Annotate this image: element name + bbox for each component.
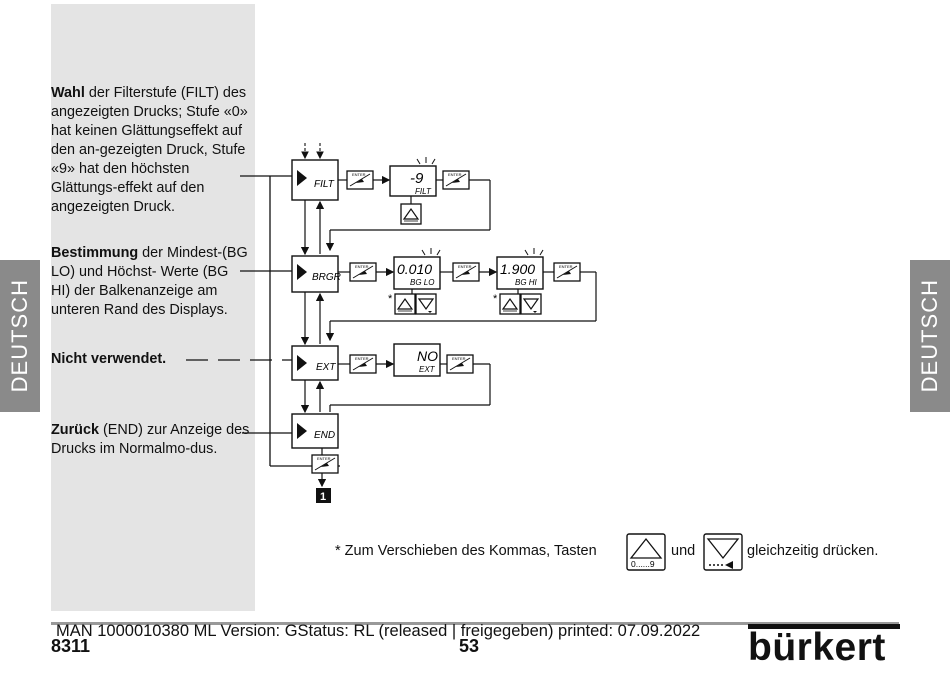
note-bold: Bestimmung [51, 245, 139, 261]
down-key-icon [520, 293, 542, 315]
note-unused: Nicht verwendet. [51, 350, 251, 369]
asterisk-mark: * [388, 293, 393, 305]
display-value: -9 [410, 170, 424, 187]
exit-marker-label: 1 [320, 491, 326, 503]
language-tab-right: DEUTSCH [910, 260, 950, 412]
enter-key-label: ENTER [355, 356, 369, 361]
display-sub: EXT [419, 365, 436, 374]
enter-key-label: ENTER [352, 172, 366, 177]
note-text: der Mindest-(BG LO) und Höchst- Werte (B… [51, 245, 248, 318]
menu-label: FILT [314, 179, 335, 190]
language-tab-left: DEUTSCH [0, 260, 40, 412]
footnote-after: gleichzeitig drücken. [747, 543, 879, 559]
enter-key-label: ENTER [448, 172, 462, 177]
display-sub: BG LO [410, 278, 434, 287]
footer-print-meta: MAN 1000010380 ML Version: GStatus: RL (… [56, 622, 701, 640]
menu-label: END [314, 430, 335, 441]
note-filter: Wahl der Filterstufe (FILT) des angezeig… [51, 84, 251, 217]
enter-key-label: ENTER [452, 356, 466, 361]
note-text: (END) zur Anzeige des Drucks im Normalmo… [51, 422, 250, 457]
enter-key-label: ENTER [458, 264, 472, 269]
display-value: 0.010 [397, 261, 432, 277]
up-key-icon [394, 293, 416, 315]
brand-logo: bürkert [748, 620, 900, 670]
enter-key-label: ENTER [355, 264, 369, 269]
display-bg-lo: 0.010 BG LO [393, 247, 441, 290]
grey-margin-column [51, 4, 255, 611]
up-key-icon [400, 203, 422, 225]
display-sub: FILT [415, 187, 432, 196]
note-bargraph: Bestimmung der Mindest-(BG LO) und Höchs… [51, 244, 251, 320]
note-text: der Filterstufe (FILT) des angezeigten D… [51, 85, 248, 215]
footer-page-number: 53 [459, 636, 480, 656]
footer-doc-number: 8311 [51, 636, 91, 656]
display-filt: -9 FILT [389, 156, 437, 197]
display-bg-hi: 1.900 BG HI [496, 247, 544, 290]
note-bold: Nicht verwendet. [51, 351, 167, 367]
footnote-before: * Zum Verschieben des Kommas, Tasten [335, 543, 597, 559]
display-value: 1.900 [500, 261, 535, 277]
menu-box-brgr: BRGR [291, 255, 341, 293]
menu-box-ext: EXT [291, 345, 339, 381]
footer-rule [51, 622, 899, 625]
footnote-middle: und [671, 543, 696, 559]
enter-key-label: ENTER [317, 456, 331, 461]
down-key-icon [415, 293, 437, 315]
note-bold: Zurück [51, 422, 99, 438]
display-value: NO [417, 348, 438, 364]
enter-key-label: ENTER [559, 264, 573, 269]
note-end: Zurück (END) zur Anzeige des Drucks im N… [51, 421, 251, 459]
up-arrow-key-icon: 0......9 [626, 533, 666, 571]
down-arrow-key-icon [703, 533, 743, 571]
note-bold: Wahl [51, 85, 85, 101]
display-ext: NO EXT [393, 343, 441, 377]
up-key-icon [499, 293, 521, 315]
menu-box-filt: FILT [291, 159, 339, 201]
exit-marker [316, 488, 331, 503]
menu-label: BRGR [312, 272, 341, 283]
menu-box-end: END [291, 413, 339, 449]
menu-label: EXT [316, 362, 336, 373]
display-sub: BG HI [515, 278, 538, 287]
up-key-caption: 0......9 [631, 559, 655, 569]
brand-logo-text: bürkert [748, 626, 886, 669]
asterisk-mark: * [493, 293, 498, 305]
